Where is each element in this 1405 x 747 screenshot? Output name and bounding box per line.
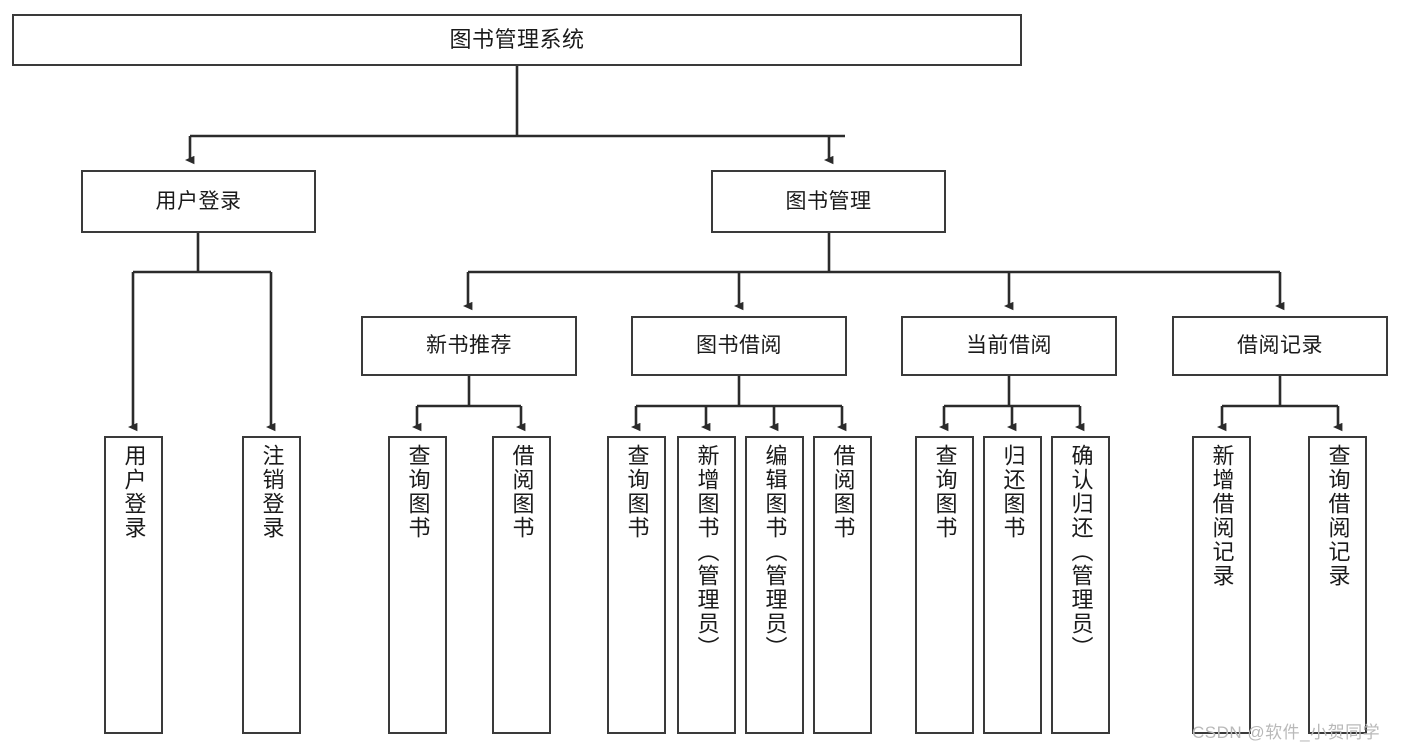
leaf-borrow-record-query[interactable]: 查询借阅记录: [1308, 436, 1367, 734]
leaf-book-borrow-edit-label: 编辑图书（管理员）: [762, 444, 788, 660]
leaf-borrow-record-add-label: 新增借阅记录: [1209, 444, 1235, 588]
leaf-current-borrow-query-label: 查询图书: [932, 444, 958, 540]
node-book-borrow-label: 图书借阅: [696, 334, 782, 358]
leaf-book-borrow-borrow[interactable]: 借阅图书: [813, 436, 872, 734]
node-user-login[interactable]: 用户登录: [81, 170, 316, 233]
leaf-current-borrow-confirm-return-label: 确认归还（管理员）: [1068, 444, 1094, 660]
leaf-current-borrow-return-label: 归还图书: [1000, 444, 1026, 540]
leaf-new-book-borrow[interactable]: 借阅图书: [492, 436, 551, 734]
connectors-user-login: [128, 233, 276, 432]
leaf-new-book-query-label: 查询图书: [405, 444, 431, 540]
node-root-system-label: 图书管理系统: [449, 26, 585, 52]
node-book-management[interactable]: 图书管理: [711, 170, 946, 233]
node-book-borrow[interactable]: 图书借阅: [631, 316, 847, 376]
node-root-system[interactable]: 图书管理系统: [12, 14, 1022, 66]
leaf-user-login-signin-label: 用户登录: [121, 444, 147, 540]
leaf-current-borrow-return[interactable]: 归还图书: [983, 436, 1042, 734]
connectors-root: [185, 66, 845, 165]
connectors-book-borrow: [631, 376, 847, 432]
connectors-new-book: [412, 376, 526, 432]
leaf-user-login-signin[interactable]: 用户登录: [104, 436, 163, 734]
node-user-login-label: 用户登录: [155, 189, 242, 213]
leaf-book-borrow-edit[interactable]: 编辑图书（管理员）: [745, 436, 804, 734]
node-current-borrow[interactable]: 当前借阅: [901, 316, 1117, 376]
leaf-book-borrow-add[interactable]: 新增图书（管理员）: [677, 436, 736, 734]
connectors-book-manage: [463, 233, 1285, 311]
leaf-book-borrow-borrow-label: 借阅图书: [830, 444, 856, 540]
leaf-new-book-borrow-label: 借阅图书: [509, 444, 535, 540]
node-new-book-recommend[interactable]: 新书推荐: [361, 316, 577, 376]
leaf-book-borrow-query-label: 查询图书: [624, 444, 650, 540]
node-borrow-record-label: 借阅记录: [1237, 334, 1323, 358]
node-new-book-recommend-label: 新书推荐: [426, 334, 512, 358]
node-book-management-label: 图书管理: [785, 189, 872, 213]
leaf-user-login-signout-label: 注销登录: [259, 444, 285, 540]
connectors-borrow-record: [1217, 376, 1343, 432]
leaf-borrow-record-add[interactable]: 新增借阅记录: [1192, 436, 1251, 734]
leaf-book-borrow-add-label: 新增图书（管理员）: [694, 444, 720, 660]
leaf-new-book-query[interactable]: 查询图书: [388, 436, 447, 734]
leaf-book-borrow-query[interactable]: 查询图书: [607, 436, 666, 734]
node-borrow-record[interactable]: 借阅记录: [1172, 316, 1388, 376]
leaf-borrow-record-query-label: 查询借阅记录: [1325, 444, 1351, 588]
connectors-current-borrow: [939, 376, 1085, 432]
leaf-current-borrow-query[interactable]: 查询图书: [915, 436, 974, 734]
node-current-borrow-label: 当前借阅: [966, 334, 1052, 358]
leaf-user-login-signout[interactable]: 注销登录: [242, 436, 301, 734]
leaf-current-borrow-confirm-return[interactable]: 确认归还（管理员）: [1051, 436, 1110, 734]
